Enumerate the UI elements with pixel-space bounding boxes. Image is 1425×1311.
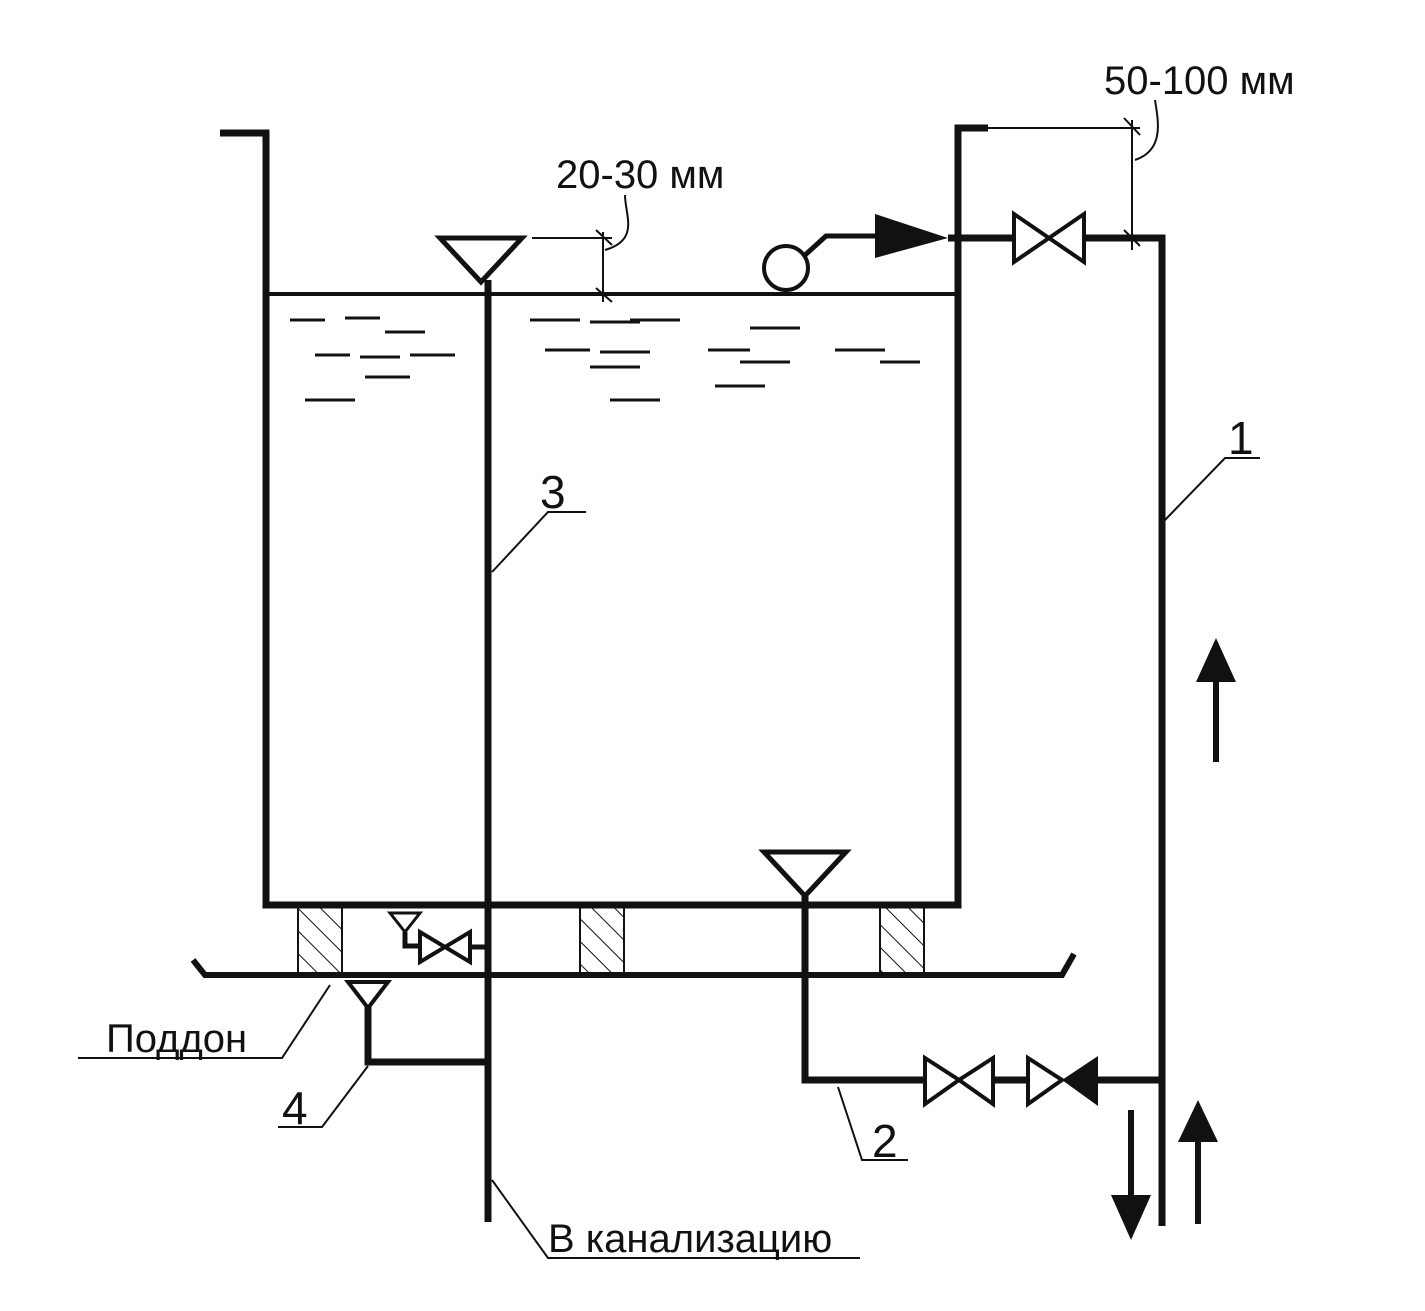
support-block: [579, 906, 625, 974]
drain-valve-icon: [923, 1054, 995, 1108]
tank: [220, 124, 988, 909]
support-block: [297, 906, 343, 974]
check-valve-icon: [1026, 1054, 1098, 1108]
water: [266, 292, 958, 402]
water-ripples: [290, 316, 920, 402]
drain-funnel-icon: [758, 849, 852, 900]
leader-tray: [78, 984, 331, 1059]
label-gap-level: 20-30 мм: [556, 153, 724, 197]
label-pipe-4: 4: [282, 1082, 308, 1134]
label-pipe-2: 2: [872, 1115, 898, 1167]
label-gap-top: 50-100 мм: [1104, 59, 1295, 103]
support-block: [879, 906, 925, 974]
overflow-pipe-3: [434, 235, 528, 1222]
bottom-drain: [386, 911, 488, 966]
leader-sewer: [491, 1179, 860, 1259]
drain-line-2: [758, 849, 1162, 1161]
supply-line-1: [762, 210, 1166, 1226]
bottom-valve-icon: [418, 928, 472, 966]
leader-4: [278, 1065, 369, 1128]
tray-drain-4: [278, 980, 488, 1128]
label-pipe-3: 3: [540, 466, 566, 518]
flow-arrow-up-lower-icon: [1178, 1100, 1218, 1224]
overflow-funnel-icon: [434, 235, 528, 286]
float-ball-icon: [762, 244, 810, 292]
leader-3: [491, 511, 586, 573]
flow-arrow-up-icon: [1196, 638, 1236, 762]
flow-arrow-down-icon: [1111, 1110, 1151, 1240]
label-pipe-1: 1: [1228, 412, 1254, 464]
tray: [78, 906, 1077, 1059]
label-sewer: В канализацию: [548, 1217, 832, 1261]
bottom-funnel-icon: [386, 911, 424, 935]
tray-funnel-icon: [343, 980, 393, 1012]
leader-1: [1164, 457, 1260, 521]
leader-2: [837, 1086, 908, 1161]
dimension-20-30: [532, 194, 630, 303]
dimension-50-100: [988, 99, 1159, 250]
float-valve-icon: [875, 214, 948, 258]
supply-valve-icon: [1012, 210, 1086, 266]
label-tray: Поддон: [106, 1017, 247, 1061]
